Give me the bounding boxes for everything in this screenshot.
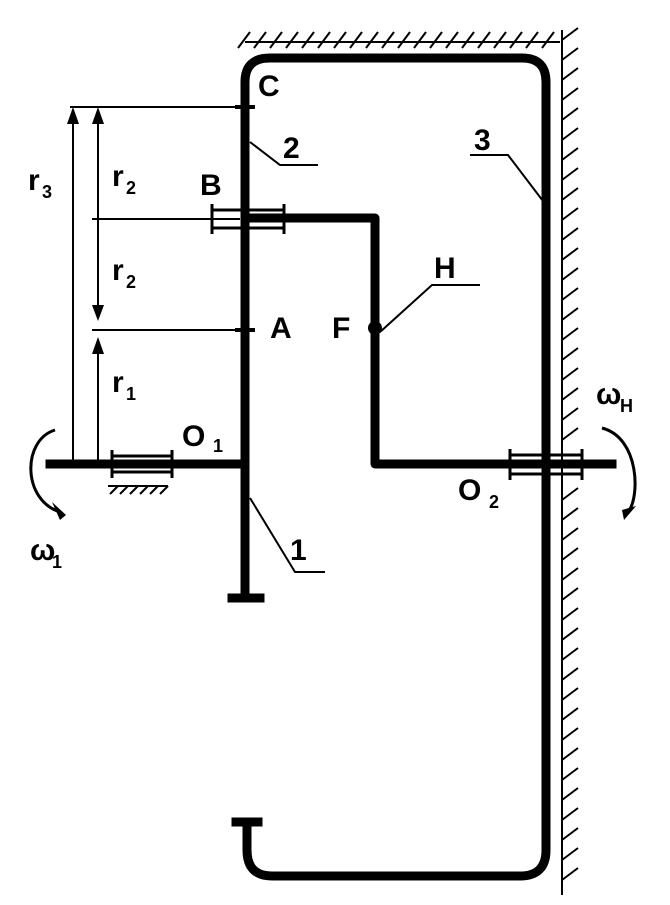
carrier-bearing-o2 xyxy=(508,449,584,480)
label-link-3: 3 xyxy=(474,124,491,157)
r2-arrowhead-up xyxy=(92,107,104,124)
svg-text:O: O xyxy=(458,474,481,507)
svg-text:ω: ω xyxy=(30,534,55,567)
omega-h-rotation-arrow xyxy=(601,426,637,520)
leader-2 xyxy=(249,141,318,166)
svg-text:2: 2 xyxy=(126,178,136,198)
omega-1-rotation-arrow xyxy=(29,428,66,520)
ground-hatching-top xyxy=(237,31,560,49)
r1-arrowhead xyxy=(92,337,104,354)
svg-text:O: O xyxy=(182,420,205,453)
label-o1: O 1 xyxy=(182,420,223,456)
label-b: B xyxy=(200,169,222,202)
label-r2-mid: r 2 xyxy=(112,254,136,292)
svg-text:r: r xyxy=(112,366,124,399)
point-f-dot xyxy=(368,321,382,335)
leader-1 xyxy=(249,497,325,573)
r3-arrowhead xyxy=(67,107,79,124)
svg-text:1: 1 xyxy=(213,436,223,456)
carrier-h xyxy=(240,213,617,469)
label-r2-top: r 2 xyxy=(112,160,136,198)
leader-3 xyxy=(470,154,547,206)
svg-text:1: 1 xyxy=(126,384,136,404)
leader-h xyxy=(379,284,480,333)
label-o2: O 2 xyxy=(458,474,499,512)
svg-text:3: 3 xyxy=(42,182,52,202)
label-r1: r 1 xyxy=(112,366,136,404)
label-omega-h: ω H xyxy=(596,378,633,416)
svg-text:1: 1 xyxy=(52,552,62,572)
label-link-h: H xyxy=(434,252,456,285)
label-link-1: 1 xyxy=(290,534,307,567)
ground-hatching-right xyxy=(561,27,579,895)
input-bearing xyxy=(108,450,174,495)
label-link-2: 2 xyxy=(283,132,300,165)
svg-text:r: r xyxy=(112,160,124,193)
svg-text:r: r xyxy=(28,164,40,197)
label-a: A xyxy=(270,312,292,345)
svg-text:2: 2 xyxy=(126,272,136,292)
svg-text:2: 2 xyxy=(489,492,499,512)
svg-text:r: r xyxy=(112,254,124,287)
label-omega-1: ω 1 xyxy=(30,534,62,572)
label-r3: r 3 xyxy=(28,164,52,202)
label-c: C xyxy=(258,70,280,103)
r2-arrowhead-down xyxy=(92,305,104,321)
label-f: F xyxy=(332,312,350,345)
svg-text:H: H xyxy=(620,396,633,416)
svg-text:ω: ω xyxy=(596,378,621,411)
